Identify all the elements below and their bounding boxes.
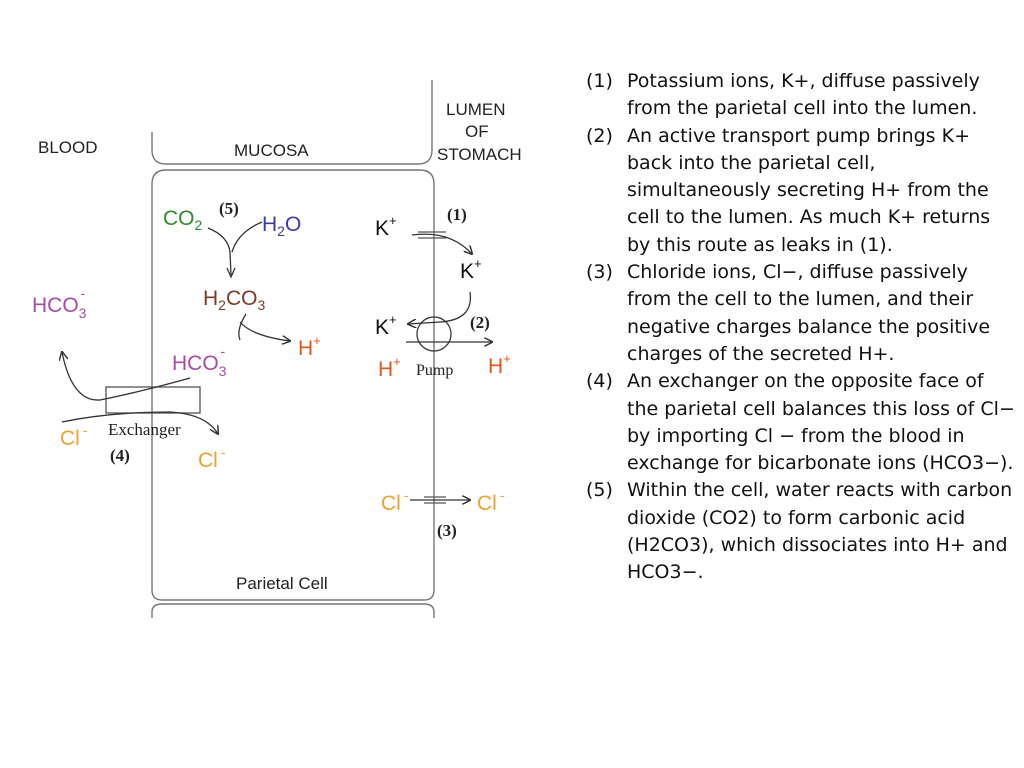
note-item-2: (2) An active transport pump brings K+ ba… <box>586 123 1016 259</box>
reaction-arrow-5 <box>207 221 263 276</box>
note-number: (1) <box>586 70 613 92</box>
k-ion-return-label: K+ <box>375 312 397 339</box>
k-leak-arrow <box>411 233 472 254</box>
note-item-1: (1) Potassium ions, K+, diffuse passively… <box>586 68 1016 123</box>
co2-label: CO2 <box>163 207 203 233</box>
note-number: (2) <box>586 124 613 147</box>
explanation-list: (1) Potassium ions, K+, diffuse passively… <box>586 68 1016 587</box>
exchanger-box <box>105 386 201 414</box>
bottom-bracket <box>151 603 435 618</box>
k-ion-lumen-label: K+ <box>460 256 482 283</box>
parietal-cell-label: Parietal Cell <box>236 574 328 593</box>
note-number: (4) <box>586 370 613 393</box>
h-ion-lumen-label: H+ <box>488 351 511 378</box>
cl-in-arrow <box>61 411 218 434</box>
blood-label: BLOOD <box>38 138 98 157</box>
step-1-label: (1) <box>447 205 467 224</box>
k-leak-channel <box>418 231 446 239</box>
mucosa-bracket <box>151 80 433 165</box>
reaction-arrowhead-5 <box>226 267 236 279</box>
step-3-label: (3) <box>437 521 457 540</box>
cl-lumen-label: Cl- <box>477 487 505 515</box>
note-item-5: (5) Within the cell, water reacts with ca… <box>586 477 1016 586</box>
step-5-label: (5) <box>219 199 239 218</box>
cl-cell-label: Cl- <box>198 444 226 472</box>
note-text: An exchanger on the opposite face of the… <box>627 370 1015 475</box>
k-return-arrow <box>408 291 472 324</box>
hco3-out-arrow <box>62 352 191 401</box>
lumen-label-line3: STOMACH <box>437 145 522 164</box>
note-text: Potassium ions, K+, diffuse passively fr… <box>627 70 980 120</box>
note-item-4: (4) An exchanger on the opposite face of … <box>586 368 1016 477</box>
lumen-label-line1: LUMEN <box>446 100 506 119</box>
pump-circle <box>416 316 452 352</box>
k-ion-cell-label: K+ <box>375 213 397 240</box>
exchanger-label: Exchanger <box>108 420 181 439</box>
cl-blood-label: Cl- <box>60 422 88 450</box>
lumen-label-line2: OF <box>465 122 489 141</box>
hco3-blood-label: HCO3- <box>32 285 87 321</box>
note-text: An active transport pump brings K+ back … <box>627 124 991 256</box>
h-ion-pump-cell-label: H+ <box>378 354 401 381</box>
cl-cell-channel-label: Cl- <box>381 487 409 515</box>
hco3-cell-label: HCO3- <box>172 343 227 379</box>
parietal-cell-outline <box>151 169 435 601</box>
step-2-label: (2) <box>470 313 490 332</box>
pump-label: Pump <box>416 362 453 379</box>
parietal-cell-diagram: BLOOD MUCOSA LUMEN OF STOMACH Parietal C… <box>32 80 522 618</box>
h2co3-label: H2CO3 <box>203 287 265 313</box>
mucosa-label: MUCOSA <box>234 141 309 160</box>
h2o-label: H2O <box>262 213 301 239</box>
note-text: Chloride ions, Cl−, diffuse passively fr… <box>627 261 991 365</box>
h-ion-cell-label: H+ <box>298 333 321 360</box>
note-number: (5) <box>586 479 613 502</box>
dissociation-arrow <box>238 313 290 341</box>
note-text: Within the cell, water reacts with carbo… <box>627 479 1013 584</box>
note-item-3: (3) Chloride ions, Cl−, diffuse passively… <box>586 259 1016 368</box>
note-number: (3) <box>586 261 613 284</box>
step-4-label: (4) <box>110 446 130 465</box>
cl-channel <box>424 496 446 504</box>
